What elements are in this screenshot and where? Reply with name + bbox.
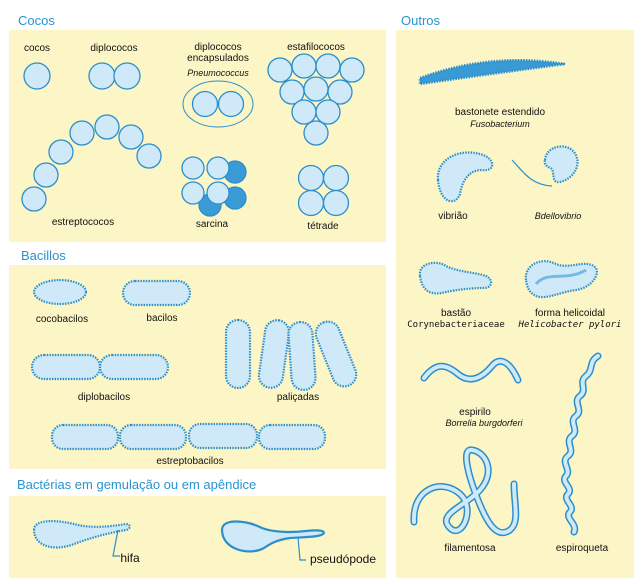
- label-diplococos-encapsulados-1: diplococos: [194, 42, 241, 53]
- label-pseudopode: pseudópode: [310, 554, 376, 565]
- label-borrelia: Borrelia burgdorferi: [445, 418, 522, 429]
- estreptococos-chain: [22, 115, 161, 211]
- label-helicobacter-pylori: Helicobacter pylori: [519, 320, 622, 331]
- filamentosa-cell: [414, 450, 516, 533]
- label-bacilos: bacilos: [146, 313, 177, 324]
- label-fusobacterium: Fusobacterium: [470, 119, 530, 130]
- label-diplococos-encapsulados-2: encapsulados: [187, 53, 249, 64]
- label-corynebacteriaceae: Corynebacteriaceae: [407, 320, 505, 331]
- label-pneumococcus: Pneumococcus: [187, 68, 249, 79]
- label-palicadas: paliçadas: [277, 392, 319, 403]
- label-bastao: bastão: [441, 308, 471, 319]
- label-tetrade: tétrade: [307, 221, 338, 232]
- bastonete-estendido: [420, 60, 565, 84]
- label-diplococos: diplococos: [90, 43, 137, 54]
- bastao-cell: [420, 263, 491, 294]
- label-sarcina: sarcina: [196, 219, 228, 230]
- label-forma-helicoidal: forma helicoidal: [535, 308, 605, 319]
- label-cocos: cocos: [24, 43, 50, 54]
- hifa-bacterium: [34, 521, 130, 556]
- espirilo-cell: [424, 361, 518, 380]
- label-hifa: hifa: [120, 553, 139, 564]
- estafilococos-cluster: [268, 54, 364, 145]
- label-estreptococos: estreptococos: [52, 217, 114, 228]
- tetrade-cells: [299, 166, 349, 216]
- forma-helicoidal-cell: [526, 261, 597, 297]
- vibriao-cell: [438, 152, 492, 201]
- cocos-cell: [24, 63, 50, 89]
- sarcina-cluster: [182, 157, 246, 216]
- label-estafilococos: estafilococos: [287, 42, 345, 53]
- bacilo-cell: [123, 281, 190, 305]
- label-estreptobacilos: estreptobacilos: [156, 456, 223, 467]
- espiroqueta-cell: [564, 356, 598, 532]
- estreptobacilo-chain: [52, 424, 325, 449]
- cocobacilo-cell: [34, 280, 86, 304]
- pseudopode-bacterium: [222, 522, 324, 561]
- bdellovibrio-cell: [512, 146, 578, 186]
- label-diplobacilos: diplobacilos: [78, 392, 130, 403]
- label-cocobacilos: cocobacilos: [36, 314, 88, 325]
- palicadas-cells: [226, 318, 360, 391]
- label-vibriao: vibrião: [438, 211, 467, 222]
- label-espiroqueta: espiroqueta: [556, 543, 608, 554]
- diplobacilo-cells: [32, 355, 168, 379]
- label-bastonete-estendido: bastonete estendido: [455, 107, 545, 118]
- label-espirilo: espirilo: [459, 407, 491, 418]
- label-filamentosa: filamentosa: [444, 543, 495, 554]
- label-bdellovibrio: Bdellovibrio: [535, 211, 582, 222]
- diplococos-cells: [89, 63, 140, 89]
- diplococos-encapsulados-cells: [183, 81, 253, 127]
